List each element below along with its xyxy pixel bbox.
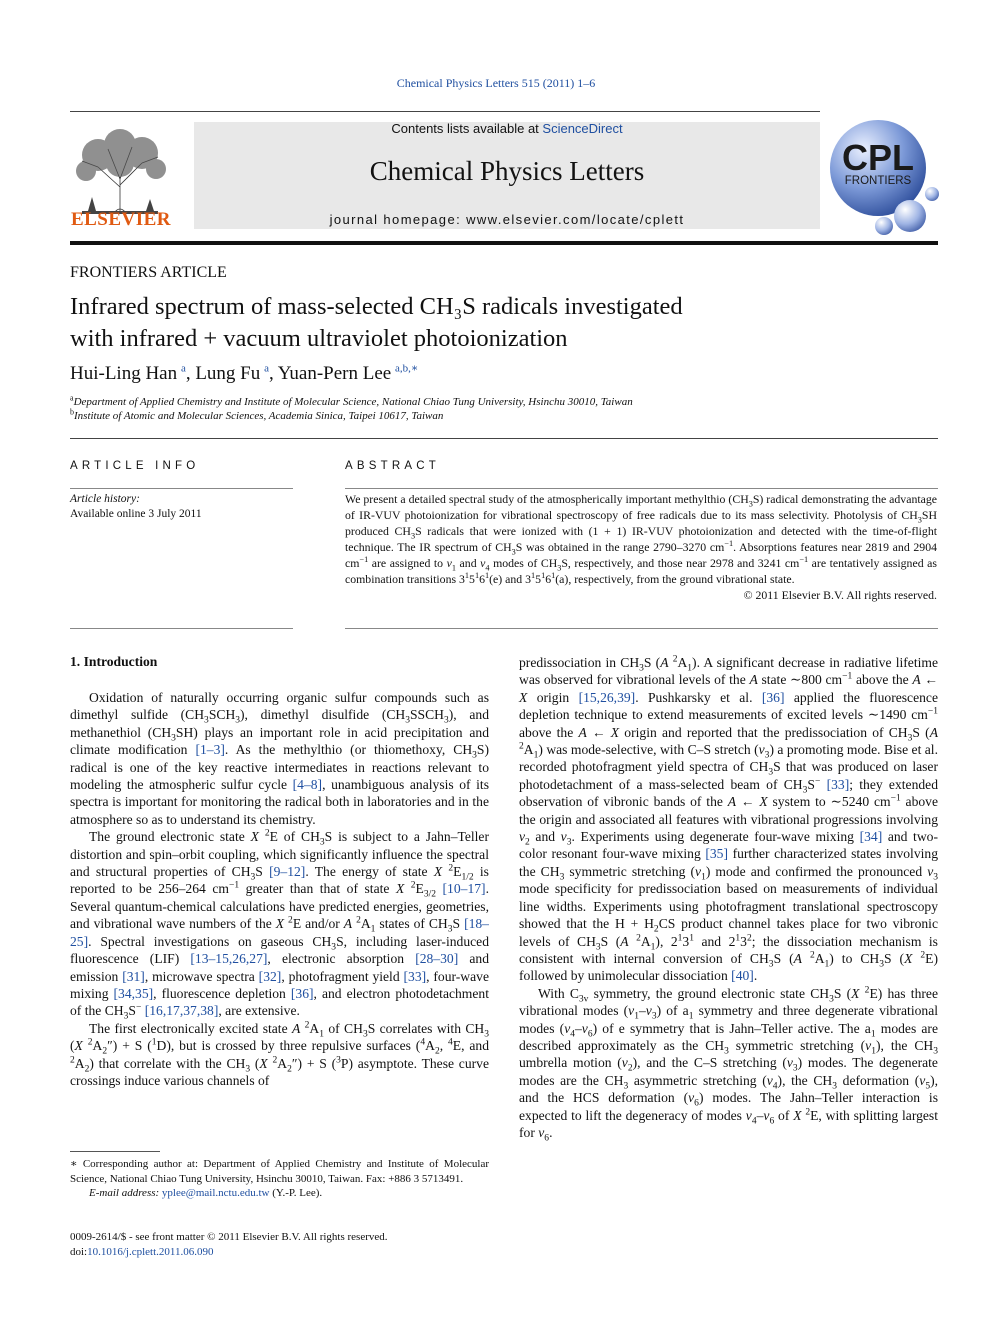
affiliation-a: aDepartment of Applied Chemistry and Ins…	[70, 393, 633, 408]
journal-reference[interactable]: Chemical Physics Letters 515 (2011) 1–6	[396, 76, 596, 90]
author-list: Hui-Ling Han a, Lung Fu a, Yuan-Pern Lee…	[70, 362, 419, 384]
sciencedirect-link[interactable]: ScienceDirect	[542, 121, 623, 136]
citation-link[interactable]: [33]	[403, 968, 427, 984]
article-info-rule	[70, 488, 293, 489]
citation-link[interactable]: [34]	[859, 829, 883, 845]
citation-link[interactable]: [32]	[258, 968, 282, 984]
article-history-label: Article history:	[70, 493, 140, 505]
author-name[interactable]: Hui-Ling Han	[70, 363, 178, 384]
citation-link[interactable]: [9–12]	[269, 864, 306, 880]
email-link[interactable]: yplee@mail.nctu.edu.tw	[161, 1187, 270, 1199]
affiliation-rule	[70, 438, 938, 439]
citation-link[interactable]: [28–30]	[415, 951, 459, 967]
author-name[interactable]: Yuan-Pern Lee	[277, 363, 392, 384]
email-label: E-mail address:	[89, 1187, 160, 1199]
abstract-copyright: © 2011 Elsevier B.V. All rights reserved…	[743, 588, 937, 602]
body-paragraph: With C3v symmetry, the ground electronic…	[519, 985, 939, 1144]
citation-link[interactable]: [34,35]	[113, 985, 154, 1001]
abstract-body: We present a detailed spectral study of …	[345, 491, 937, 603]
body-paragraph: The ground electronic state X 2E of CH3S…	[70, 828, 489, 1023]
author-affil-marker[interactable]: a,b,∗	[395, 362, 419, 375]
author-name[interactable]: Lung Fu	[195, 363, 261, 384]
section-heading-introduction: 1. Introduction	[70, 654, 158, 669]
header-top-rule	[70, 111, 820, 112]
article-title-line-2: with infrared + vacuum ultraviolet photo…	[70, 325, 568, 352]
article-title: Infrared spectrum of mass-selected CH₃S …	[70, 291, 770, 355]
citation-link[interactable]: [31]	[122, 968, 145, 984]
author-affil-marker[interactable]: a	[264, 362, 269, 375]
affil-text: Institute of Atomic and Molecular Scienc…	[74, 410, 444, 422]
affil-marker: a	[70, 393, 74, 403]
cpl-frontiers-logo-icon[interactable]: CPL FRONTIERS	[822, 118, 940, 238]
citation-link[interactable]: [15,26,39]	[578, 689, 636, 705]
body-column-left: Oxidation of naturally occurring organic…	[70, 689, 489, 1089]
citation-link[interactable]: [33]	[826, 776, 850, 792]
footnote-rule	[70, 1151, 160, 1152]
citation-link[interactable]: [10–17]	[442, 881, 486, 897]
elsevier-tree-logo-icon	[68, 127, 172, 217]
page-footer: 0009-2614/$ - see front matter © 2011 El…	[70, 1230, 388, 1259]
author-affil-marker[interactable]: a	[180, 362, 186, 375]
citation-link[interactable]: [40]	[731, 968, 754, 984]
citation-link[interactable]: [35]	[705, 846, 728, 862]
cpl-logo-text: CPL	[842, 137, 914, 178]
corresponding-author-note: ∗ Corresponding author at: Department of…	[70, 1158, 489, 1185]
doi-line: doi:10.1016/j.cplett.2011.06.090	[70, 1245, 388, 1260]
header-bottom-rule	[70, 241, 938, 245]
article-info-bottom-rule	[70, 628, 293, 629]
article-info-heading: ARTICLE INFO	[70, 460, 200, 472]
affil-text: Department of Applied Chemistry and Inst…	[73, 396, 633, 408]
citation-link[interactable]: [36]	[290, 985, 314, 1001]
elsevier-wordmark[interactable]: ELSEVIER	[70, 209, 172, 230]
journal-header-banner	[194, 122, 820, 229]
citation-link[interactable]: [36]	[761, 689, 785, 705]
affil-marker: b	[70, 407, 74, 417]
doi-link[interactable]: 10.1016/j.cplett.2011.06.090	[87, 1245, 214, 1258]
body-paragraph: The first electronically excited state A…	[70, 1020, 490, 1088]
doi-label: doi:	[70, 1245, 88, 1258]
contents-prefix: Contents lists available at	[391, 121, 543, 136]
citation-link[interactable]: [18–25]	[70, 916, 489, 949]
article-title-line-1: Infrared spectrum of mass-selected CH₃S …	[70, 293, 683, 320]
journal-title: Chemical Physics Letters	[369, 156, 645, 186]
abstract-rule	[345, 488, 938, 489]
body-paragraph: Oxidation of naturally occurring organic…	[70, 690, 490, 827]
article-type-label: FRONTIERS ARTICLE	[70, 264, 227, 281]
body-column-right: predissociation in CH3S (A 2A1). A signi…	[519, 654, 939, 1144]
citation-link[interactable]: [1–3]	[195, 742, 225, 758]
issn-line: 0009-2614/$ - see front matter © 2011 El…	[70, 1231, 388, 1243]
email-suffix: (Y.-P. Lee).	[272, 1187, 323, 1199]
body-paragraph: predissociation in CH3S (A 2A1). A signi…	[519, 654, 939, 984]
journal-homepage-link[interactable]: journal homepage: www.elsevier.com/locat…	[329, 212, 685, 227]
cpl-logo-subtext: FRONTIERS	[845, 175, 912, 187]
citation-link[interactable]: [4–8]	[292, 777, 323, 793]
abstract-bottom-rule	[345, 628, 938, 629]
citation-link[interactable]: [16,17,37,38]	[144, 1003, 219, 1019]
footnote: ∗ Corresponding author at: Department of…	[70, 1157, 489, 1201]
contents-availability-line: Contents lists available at ScienceDirec…	[194, 121, 820, 136]
abstract-heading: ABSTRACT	[345, 460, 440, 472]
abstract-text: We present a detailed spectral study of …	[345, 492, 937, 586]
email-note: E-mail address: yplee@mail.nctu.edu.tw (…	[70, 1186, 489, 1201]
affiliation-b: bInstitute of Atomic and Molecular Scien…	[70, 407, 444, 422]
article-history-date: Available online 3 July 2011	[70, 508, 202, 520]
citation-link[interactable]: [13–15,26,27]	[190, 951, 268, 967]
